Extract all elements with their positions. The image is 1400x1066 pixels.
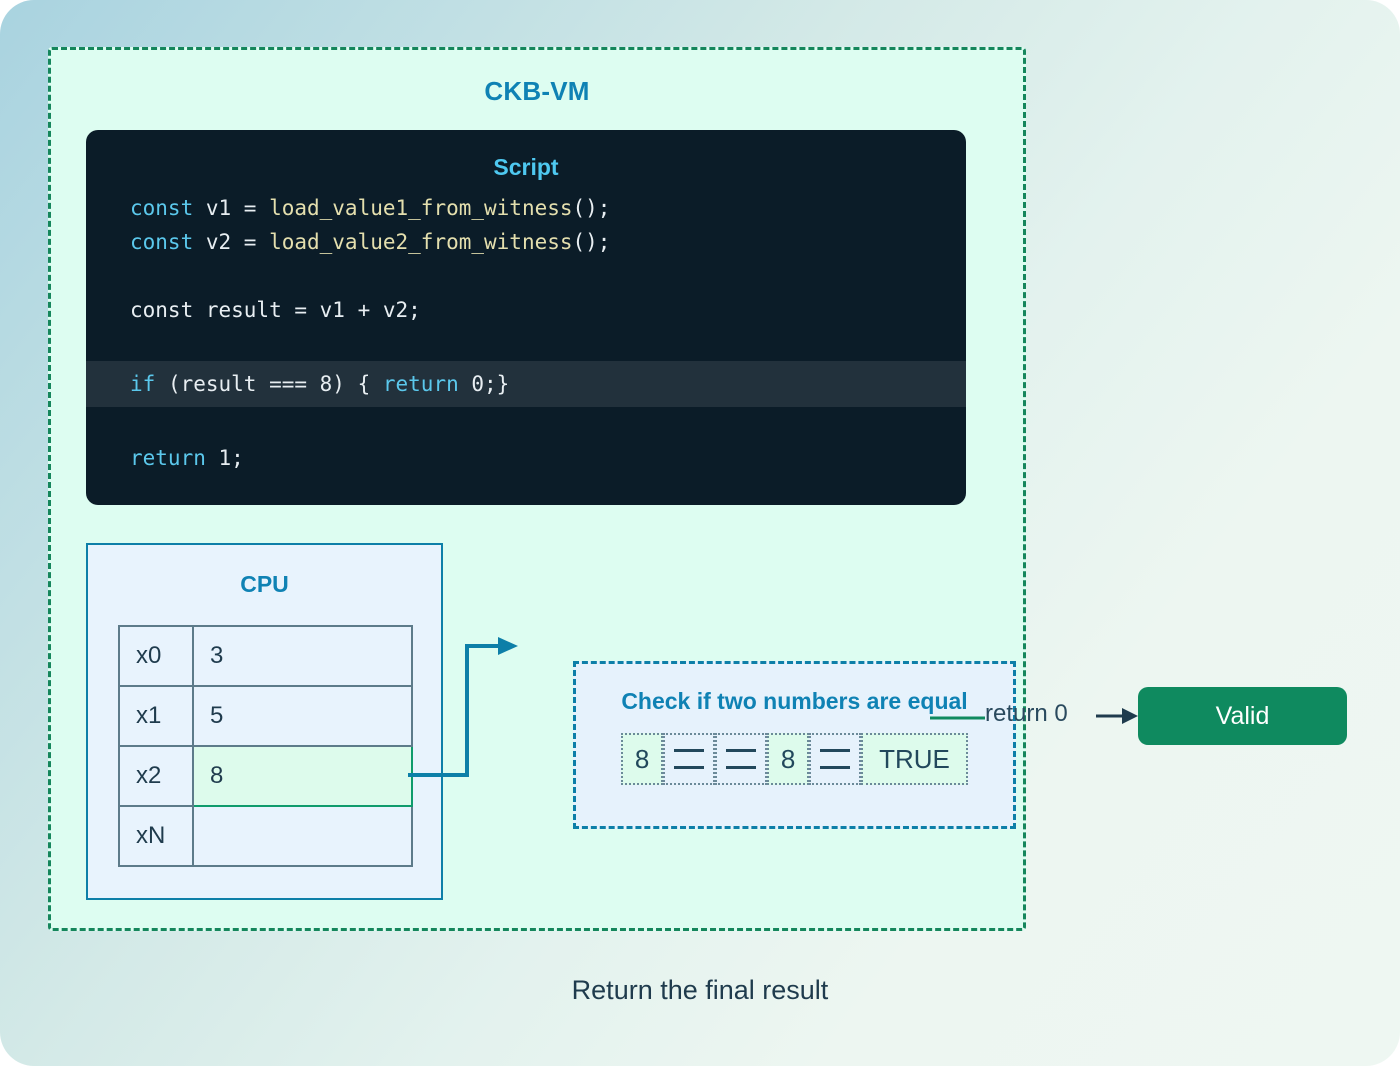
code-token: 1; <box>205 446 244 470</box>
code-token: (result === 8) { <box>155 372 383 396</box>
code-token: 0;} <box>458 372 510 396</box>
expression-result: TRUE <box>861 733 968 785</box>
cpu-register-value <box>192 805 413 867</box>
return-value-label: return 0 <box>985 700 1068 727</box>
code-token: if <box>130 372 156 396</box>
equals-glyph <box>820 749 851 769</box>
equality-check-box: Check if two numbers are equal 8 8 TRUE <box>573 661 1016 829</box>
code-token: const <box>130 196 194 220</box>
cpu-register-value: 3 <box>192 625 413 687</box>
cpu-title: CPU <box>240 571 289 597</box>
cpu-register-name: x1 <box>118 685 194 747</box>
code-line: const v2 = load_value2_from_witness(); <box>86 225 966 259</box>
cpu-register-value: 5 <box>192 685 413 747</box>
code-line <box>86 259 966 293</box>
code-line: return 1; <box>86 441 966 475</box>
diagram-caption: Return the final result <box>571 975 829 1005</box>
script-code: const v1 = load_value1_from_witness();co… <box>86 191 966 475</box>
equality-check-title: Check if two numbers are equal <box>621 688 968 714</box>
equals-sign-icon <box>663 733 716 785</box>
cpu-register-name: x0 <box>118 625 194 687</box>
cpu-register-name: x2 <box>118 745 194 807</box>
code-token: return <box>130 446 206 470</box>
ckb-vm-title: CKB-VM <box>484 76 590 106</box>
code-token: v2 = <box>193 230 270 254</box>
script-panel: Script const v1 = load_value1_from_witne… <box>86 130 966 505</box>
arrow-return-to-valid <box>1096 708 1138 724</box>
code-token: v1 = <box>193 196 270 220</box>
cpu-register-value: 8 <box>192 745 413 807</box>
code-line: const result = v1 + v2; <box>86 293 966 327</box>
code-line: const v1 = load_value1_from_witness(); <box>86 191 966 225</box>
equality-expression: 8 8 TRUE <box>576 733 1013 785</box>
code-line-highlighted: if (result === 8) { return 0;} <box>86 361 966 407</box>
ckb-vm-container: CKB-VM Script const v1 = load_value1_fro… <box>48 47 1026 931</box>
script-title: Script <box>493 154 559 180</box>
code-token: const result = v1 + v2; <box>130 298 421 322</box>
code-token: return <box>382 372 459 396</box>
cpu-register-name: xN <box>118 805 194 867</box>
code-token: const <box>130 230 194 254</box>
equals-sign-icon <box>809 733 862 785</box>
code-token: (); <box>572 196 611 220</box>
valid-status-badge: Valid <box>1138 687 1347 745</box>
code-line <box>86 407 966 441</box>
equals-glyph <box>674 749 705 769</box>
cpu-register-row: xN <box>118 805 413 867</box>
code-line <box>86 327 966 361</box>
code-token: load_value1_from_witness <box>269 196 573 220</box>
code-token: (); <box>572 230 611 254</box>
expression-operand: 8 <box>767 733 810 785</box>
expression-operand: 8 <box>621 733 664 785</box>
code-token: load_value2_from_witness <box>269 230 573 254</box>
equals-glyph <box>726 749 757 769</box>
equals-sign-icon <box>715 733 768 785</box>
